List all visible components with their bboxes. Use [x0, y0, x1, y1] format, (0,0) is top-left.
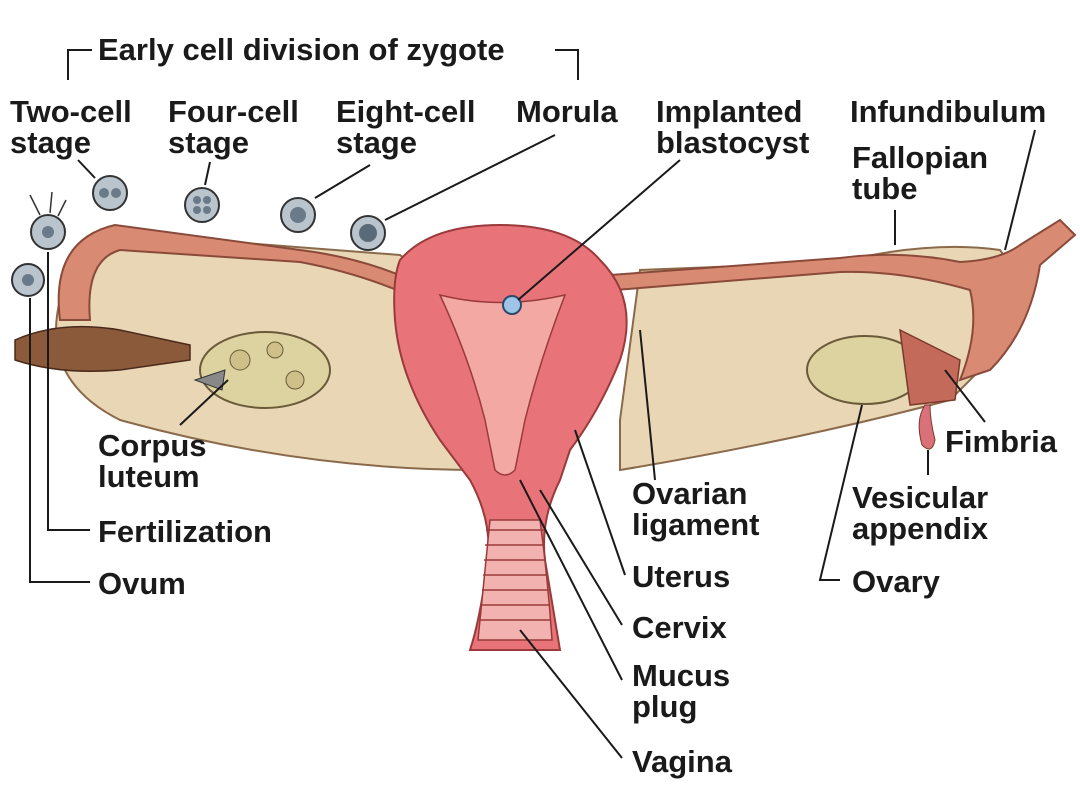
- right-fallopian-tube: [608, 218, 1077, 382]
- right-fimbriae: [899, 328, 961, 406]
- label-ovum: Ovum: [98, 566, 186, 601]
- corpus-luteum-body: [193, 369, 226, 391]
- ovum-cell: [11, 263, 45, 297]
- ovary-follicle: [266, 341, 284, 359]
- uterine-cavity: [438, 293, 567, 476]
- vesicular-appendix-body: [918, 404, 936, 450]
- label-fertilization: Fertilization: [98, 514, 272, 549]
- label-vagina: Vagina: [632, 744, 732, 779]
- four-cell-embryo: [184, 187, 220, 223]
- fertilization-cell: [29, 191, 67, 250]
- ovary-follicle: [229, 349, 251, 371]
- left-fimbriae: [14, 325, 191, 372]
- vaginal-rugae: [480, 529, 550, 621]
- leader-lines: [29, 49, 1036, 759]
- label-cervix: Cervix: [632, 610, 727, 645]
- label-morula: Morula: [516, 94, 618, 129]
- left-ovary: [199, 331, 331, 409]
- label-infundibulum: Infundibulum: [850, 94, 1047, 129]
- eight-cell-embryo: [280, 197, 316, 233]
- vaginal-canal: [477, 519, 553, 641]
- label-uterus: Uterus: [632, 559, 731, 594]
- ovary-follicle: [285, 370, 305, 390]
- label-fimbria: Fimbria: [945, 424, 1057, 459]
- implanted-blastocyst-cell: [502, 295, 522, 315]
- bracket-title: Early cell division of zygote: [98, 32, 505, 67]
- morula-embryo: [350, 215, 386, 251]
- label-ovary: Ovary: [852, 564, 940, 599]
- two-cell-embryo: [92, 175, 128, 211]
